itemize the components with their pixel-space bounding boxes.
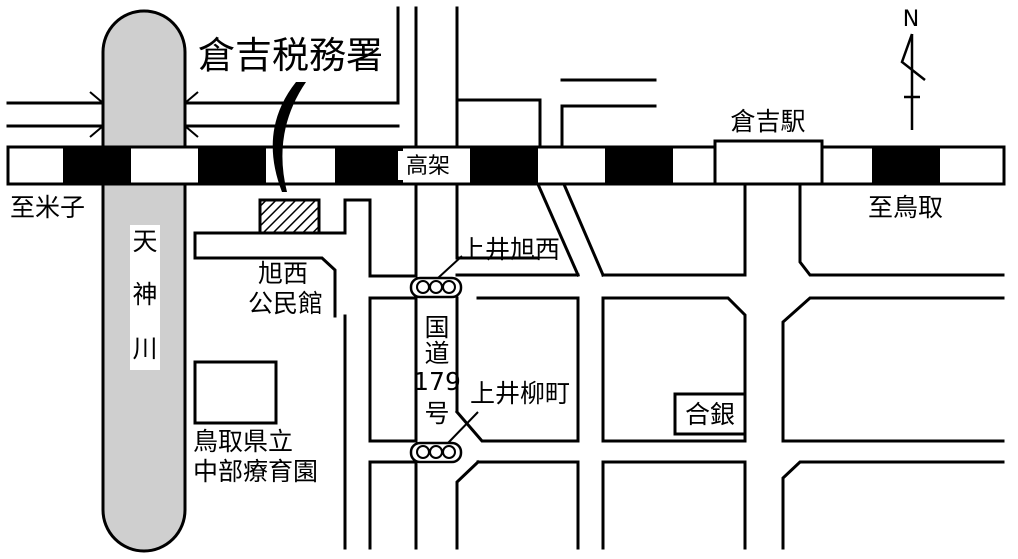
tax-office-label: 倉吉税務署 (198, 34, 383, 77)
route-label-char: 国 (424, 313, 449, 342)
river-label-char: 天 (132, 227, 157, 256)
west-destination-label: 至米子 (10, 193, 85, 222)
route-label-char: 道 (424, 339, 449, 368)
traffic-signal-south: 上井柳町 (409, 379, 570, 464)
elevated-label: 高架 (406, 154, 450, 179)
care-center: 鳥取県立 中部療育園 (193, 360, 318, 486)
tax-office-marker: 倉吉税務署 (198, 34, 383, 235)
bank-gougin: 合銀 (673, 392, 747, 436)
north-arrow-icon: N (900, 7, 926, 130)
railway-line: 高架 (6, 145, 1006, 186)
bank-label: 合銀 (685, 400, 735, 429)
station-kurayoshi: 倉吉駅 (713, 107, 824, 186)
traffic-signal-north: 上井旭西 (409, 235, 560, 299)
community-hall-label: 公民館 (248, 289, 323, 318)
intersection-north-label: 上井旭西 (460, 235, 560, 264)
community-hall-label: 旭西 (258, 259, 308, 288)
route-label-char: 号 (424, 399, 449, 428)
route-179-label: 国 道 179 号 (413, 313, 461, 428)
intersection-south-label: 上井柳町 (470, 379, 570, 408)
river-tenjin: 天 神 川 (89, 9, 199, 553)
route-label-char: 179 (413, 367, 461, 396)
north-label: N (903, 7, 919, 32)
road-network (6, 6, 1005, 550)
river-label-char: 川 (132, 334, 157, 363)
care-center-label: 中部療育園 (193, 457, 318, 486)
river-label-char: 神 (132, 280, 157, 309)
care-center-label: 鳥取県立 (193, 427, 293, 456)
east-destination-label: 至鳥取 (868, 193, 943, 222)
station-label: 倉吉駅 (730, 107, 805, 136)
